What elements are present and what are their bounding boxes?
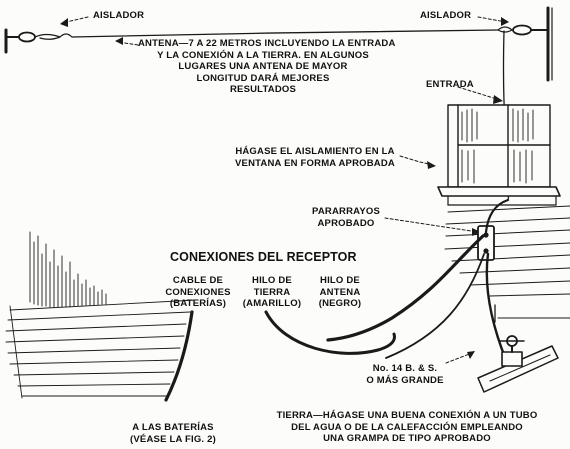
receiver-connections-heading: CONEXIONES DEL RECEPTOR [170, 250, 357, 264]
wire-gauge-label: No. 14 B. & S. O MÁS GRANDE [366, 363, 444, 386]
left-insulator-assembly [4, 28, 73, 54]
antenna-length-note: ANTENA—7 A 22 METROS INCLUYENDO LA ENTRA… [138, 38, 396, 95]
battery-cable [164, 310, 194, 402]
battery-cable-label: CABLE DE CONEXIONES (BATERÍAS) [165, 275, 231, 309]
ground-wire-label: HILO DE TIERRA (AMARILLO) [242, 275, 302, 309]
window-insulation-note: HÁGASE EL AISLAMIENTO EN LA VENTANA EN F… [235, 146, 395, 169]
right-insulator-label: AISLADOR [420, 10, 472, 21]
ground-wire [485, 252, 508, 362]
wall-hatching [29, 231, 107, 308]
ground-lead [264, 310, 396, 355]
house-siding [444, 205, 570, 323]
left-insulator-label: AISLADOR [93, 10, 145, 21]
floor-planks [5, 299, 197, 399]
lead-in-label: ENTRADA [426, 79, 474, 90]
pointer-arrowheads [60, 17, 509, 359]
house-window [437, 104, 561, 206]
ground-clamp [477, 335, 559, 393]
right-insulator-assembly [497, 6, 553, 82]
to-batteries-note: A LAS BATERÍAS (VÉASE LA FIG. 2) [130, 422, 216, 445]
antenna-lead-thick [326, 234, 485, 342]
lightning-arrester-label: PARARRAYOS APROBADO [312, 206, 380, 229]
antenna-wire [71, 29, 499, 38]
ground-connection-note: TIERRA—HÁGASE UNA BUENA CONEXIÓN A UN TU… [276, 410, 538, 444]
antenna-wire-label: HILO DE ANTENA (NEGRO) [318, 275, 362, 309]
